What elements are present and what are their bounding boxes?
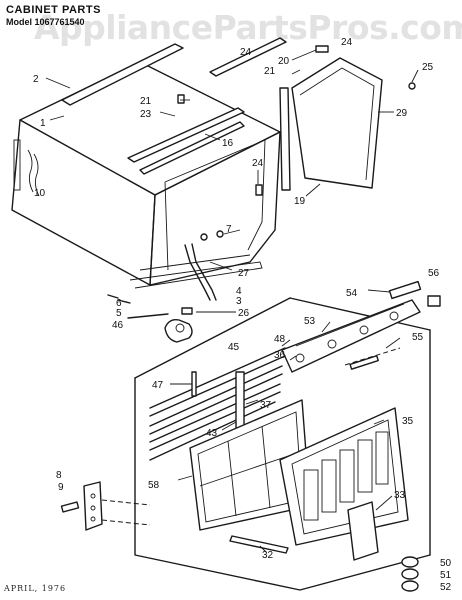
switch-parts bbox=[344, 280, 441, 370]
callout: 20 bbox=[278, 56, 290, 67]
callout: 50 bbox=[440, 558, 452, 569]
callout: 51 bbox=[440, 570, 452, 581]
callout: 1 bbox=[40, 118, 46, 129]
callout: 53 bbox=[304, 316, 316, 327]
heat-exchanger-tubes bbox=[149, 347, 286, 461]
diagram-title: CABINET PARTS bbox=[6, 4, 101, 16]
callout: 4 bbox=[236, 286, 242, 297]
callout: 36 bbox=[274, 350, 286, 361]
callout: 48 bbox=[274, 334, 286, 345]
side-panel bbox=[291, 57, 383, 189]
chassis-frame bbox=[134, 297, 431, 591]
callout: 21 bbox=[264, 66, 276, 77]
callout: 43 bbox=[206, 428, 218, 439]
callout: 5 bbox=[116, 308, 122, 319]
callout: 37 bbox=[260, 400, 272, 411]
callout: 8 bbox=[56, 470, 62, 481]
callout: 35 bbox=[402, 416, 414, 427]
callout: 6 bbox=[116, 298, 122, 309]
callout: 58 bbox=[148, 480, 160, 491]
bottom-bar bbox=[229, 535, 289, 554]
callout: 24 bbox=[252, 158, 264, 169]
model-number: Model 1067761540 bbox=[6, 17, 85, 27]
callout: 21 bbox=[140, 96, 152, 107]
callout: 19 bbox=[294, 196, 306, 207]
watermark: AppliancePartsPros.com bbox=[34, 8, 462, 47]
callout: 27 bbox=[238, 268, 250, 279]
callout: 32 bbox=[262, 550, 274, 561]
revision-date: APRIL, 1976 bbox=[4, 584, 67, 593]
mounting-bracket bbox=[164, 243, 217, 343]
upper-hardware bbox=[177, 45, 416, 241]
callout: 26 bbox=[238, 308, 250, 319]
side-bracket bbox=[60, 481, 151, 531]
access-door bbox=[347, 501, 379, 561]
screws-left bbox=[107, 294, 193, 319]
control-panel bbox=[281, 299, 421, 373]
vertical-strip bbox=[279, 87, 291, 191]
callout: 25 bbox=[422, 62, 434, 73]
callout: 47 bbox=[152, 380, 164, 391]
callout: 55 bbox=[412, 332, 424, 343]
callout: 29 bbox=[396, 108, 408, 119]
callout: 23 bbox=[140, 109, 152, 120]
callout: 45 bbox=[228, 342, 240, 353]
callout: 54 bbox=[346, 288, 358, 299]
callout: 33 bbox=[394, 490, 406, 501]
callout: 52 bbox=[440, 582, 452, 593]
callout: 24 bbox=[341, 37, 353, 48]
leader-lines bbox=[45, 49, 419, 553]
callout: 16 bbox=[222, 138, 234, 149]
callout: 46 bbox=[112, 320, 124, 331]
callout-labels: 1 2 3 4 5 6 7 8 9 10 16 19 20 21 21 23 2… bbox=[33, 37, 452, 593]
callout: 24 bbox=[240, 47, 252, 58]
callout: 9 bbox=[58, 482, 64, 493]
control-knobs bbox=[401, 556, 419, 592]
callout: 56 bbox=[428, 268, 440, 279]
callout: 3 bbox=[236, 296, 242, 307]
callout: 2 bbox=[33, 74, 39, 85]
top-rails bbox=[61, 37, 287, 175]
callout: 7 bbox=[226, 224, 232, 235]
callout: 10 bbox=[34, 188, 46, 199]
front-panel bbox=[279, 407, 409, 546]
